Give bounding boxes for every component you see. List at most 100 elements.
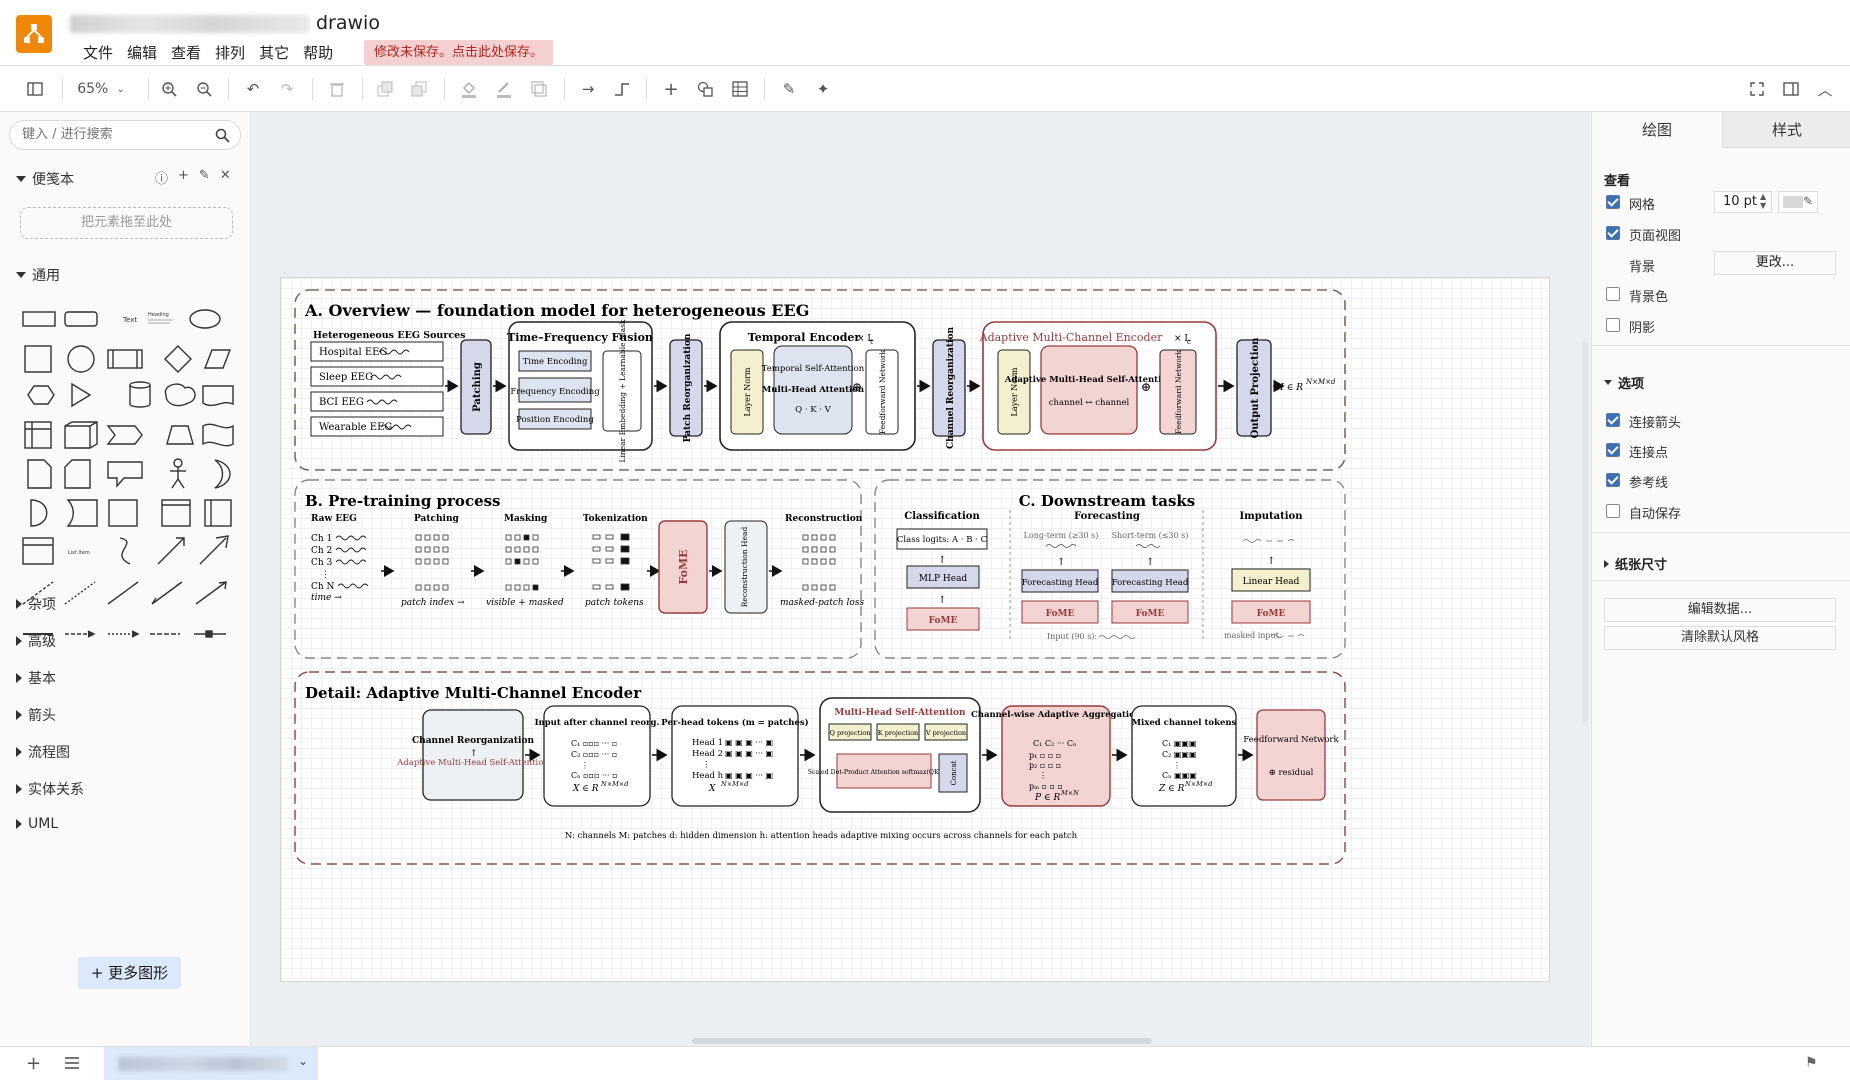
background-color-checkbox[interactable] [1606,287,1620,301]
search-input[interactable] [22,127,212,142]
zoom-dropdown[interactable]: 65%⌄ [77,81,125,97]
scratchpad-dropzone[interactable]: 把元素拖至此处 [20,207,233,239]
change-background-button[interactable]: 更改... [1714,251,1836,275]
table-icon[interactable] [729,77,751,101]
uml-header[interactable]: UML [16,816,58,832]
drawing-canvas[interactable]: A. Overview — foundation model for heter… [252,112,1590,1046]
delete-icon[interactable] [326,77,348,101]
shadow-icon[interactable] [528,77,550,101]
connection-points-checkbox[interactable] [1606,443,1620,457]
insert-icon[interactable]: + [663,78,679,100]
edit-icon[interactable]: ✎ [198,168,210,183]
svg-text:Q · K · V: Q · K · V [795,405,832,415]
eeg-diagram[interactable]: A. Overview — foundation model for heter… [281,278,1551,983]
svg-text:Cₙ ▣▣▣: Cₙ ▣▣▣ [1162,771,1197,780]
tab-diagram[interactable]: 绘图 [1592,112,1722,148]
waypoints-icon[interactable] [610,77,634,101]
sidebar-toggle-icon[interactable] [24,77,46,101]
redo-icon[interactable]: ↷ [280,80,294,98]
svg-text:⋮: ⋮ [1039,771,1047,780]
zoom-in-icon[interactable] [158,77,180,101]
freehand-icon[interactable]: ✎ [782,80,796,98]
svg-text:Q projection: Q projection [830,729,871,737]
help-icon[interactable]: ⓘ [155,172,169,187]
section-a-title: A. Overview — foundation model for heter… [304,301,809,320]
menu-file[interactable]: 文件 [83,44,114,62]
shapes-sidebar: 便笺本 ⓘ + ✎ ✕ 把元素拖至此处 通用 [0,112,251,1046]
unsaved-changes-button[interactable]: 修改未保存。点击此处保存。 [364,40,554,65]
document-title[interactable]: drawio [70,12,380,34]
grid-size-stepper[interactable]: ▲▼ [1760,192,1767,210]
svg-text:Temporal Self-Attention: Temporal Self-Attention [762,364,865,374]
page-view-checkbox[interactable] [1606,226,1620,240]
title-bar: drawio 文件 编辑 查看 排列 其它 帮助 修改未保存。点击此处保存。 [0,0,1850,66]
entity-relation-header[interactable]: 实体关系 [16,779,84,799]
page-tab-active[interactable]: ⌄ [104,1047,318,1080]
to-back-icon[interactable] [408,77,430,101]
menu-view[interactable]: 查看 [171,44,202,62]
connection-arrows-checkbox[interactable] [1606,413,1620,427]
pages-menu-icon[interactable] [64,1055,80,1074]
flowchart-header[interactable]: 流程图 [16,742,70,762]
autosave-checkbox[interactable] [1606,504,1620,518]
menu-extras[interactable]: 其它 [259,44,290,62]
guides-checkbox[interactable] [1606,473,1620,487]
svg-text:Layer Norm: Layer Norm [743,367,752,416]
svg-text:Input (90 s):: Input (90 s): [1047,632,1097,641]
expanded-triangle-icon [16,272,26,278]
grid-size-input[interactable]: 10 pt [1714,191,1772,213]
edit-data-button[interactable]: 编辑数据... [1604,598,1836,622]
menu-help[interactable]: 帮助 [303,44,334,62]
general-shapes-palette[interactable]: Text Heading List Item [20,302,240,662]
svg-text:Patch Reorganization: Patch Reorganization [683,333,693,442]
collapsed-triangle-icon [16,673,22,683]
eeg-sources: Hospital EEG Sleep EEG BCI EEG Wearable … [310,341,444,437]
undo-icon[interactable]: ↶ [246,80,260,98]
search-icon[interactable] [215,128,230,143]
tab-style[interactable]: 样式 [1722,112,1850,148]
collapse-chevron-icon[interactable]: ︿ [1817,80,1833,99]
svg-text:masked input:: masked input: [1224,631,1282,640]
to-front-icon[interactable] [374,77,396,101]
menu-arrange[interactable]: 排列 [215,44,246,62]
scratchpad-header[interactable]: 便笺本 [16,169,74,189]
diagram-page[interactable]: A. Overview — foundation model for heter… [280,277,1550,982]
line-color-icon[interactable] [493,77,515,101]
section-d-frame [294,671,1346,865]
fullscreen-icon[interactable] [1746,77,1768,101]
general-header[interactable]: 通用 [16,265,60,285]
fill-color-icon[interactable] [458,77,480,101]
horizontal-scrollbar[interactable] [692,1038,1152,1044]
vertical-scrollbar[interactable] [1582,342,1588,722]
menu-edit[interactable]: 编辑 [127,44,158,62]
zoom-out-icon[interactable] [193,77,215,101]
format-panel-toggle-icon[interactable] [1780,77,1802,101]
svg-text:× L: × L [857,334,873,344]
grid-color-button[interactable]: ✎ [1778,191,1818,213]
basic-header[interactable]: 基本 [16,668,56,688]
close-icon[interactable]: ✕ [219,168,231,183]
svg-text:⋮: ⋮ [702,760,711,770]
svg-text:↑: ↑ [1146,557,1154,568]
collapsed-triangle-icon [16,636,22,646]
svg-text:⋮: ⋮ [321,570,330,580]
shadow-checkbox[interactable] [1606,318,1620,332]
shapes-icon[interactable] [694,77,716,101]
paper-size-section-title[interactable]: 纸张尺寸 [1604,554,1667,573]
misc-header[interactable]: 杂项 [16,594,56,614]
svg-text:↑: ↑ [470,749,478,759]
grid-checkbox[interactable] [1606,195,1620,209]
connection-arrow-icon[interactable]: → [581,80,595,98]
add-page-icon[interactable]: + [26,1053,42,1074]
more-shapes-button[interactable]: + 更多图形 [78,957,181,989]
options-section-title[interactable]: 选项 [1604,373,1644,392]
collapsed-triangle-icon [16,819,22,829]
arrows-header[interactable]: 箭头 [16,705,56,725]
add-icon[interactable]: + [178,168,189,183]
clear-default-style-button[interactable]: 清除默认风格 [1604,626,1836,650]
ai-generate-icon[interactable]: ✦ [816,80,830,98]
feedback-icon[interactable]: ⚑ [1805,1055,1818,1071]
svg-text:Forecasting Head: Forecasting Head [1022,578,1099,588]
advanced-header[interactable]: 高级 [16,631,56,651]
svg-text:visible + masked: visible + masked [486,598,564,608]
